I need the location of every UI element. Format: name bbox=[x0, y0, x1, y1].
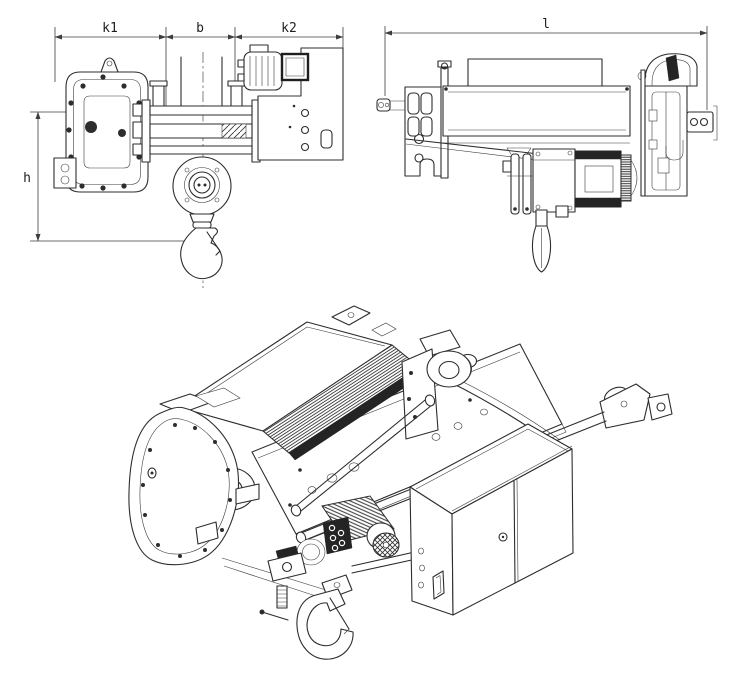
hoist-housing-front bbox=[53, 57, 149, 193]
trolley-crossbars-front bbox=[132, 56, 270, 163]
iso-corner-bracket bbox=[599, 383, 673, 429]
iso-hook-assembly bbox=[259, 545, 354, 660]
hook-iso bbox=[296, 588, 354, 660]
front-view: k1 b k2 h bbox=[23, 21, 344, 288]
hook-front bbox=[180, 227, 223, 280]
dim-label-k2: k2 bbox=[281, 21, 297, 36]
front-dimension-lines: k1 b k2 h bbox=[23, 21, 344, 288]
drum-housing-side bbox=[442, 58, 631, 144]
housing-bolts bbox=[66, 74, 145, 191]
dim-label-k1: k1 bbox=[102, 21, 118, 36]
dim-label-b: b bbox=[196, 21, 204, 36]
iso-hoist-motor bbox=[296, 495, 400, 566]
iso-wheel-block-right bbox=[401, 329, 478, 440]
hoist-mechanism-side bbox=[405, 138, 638, 273]
hoist-motor-column-side bbox=[637, 53, 718, 197]
side-dimension-lines: l bbox=[384, 17, 708, 110]
side-view: l bbox=[376, 17, 718, 273]
side-endplate-left bbox=[376, 60, 452, 179]
dim-label-h: h bbox=[23, 171, 31, 186]
hook-block-front bbox=[172, 156, 232, 280]
iso-end-shield bbox=[128, 387, 260, 566]
shield-bolts bbox=[141, 423, 232, 558]
iso-electrical-cabinet bbox=[409, 423, 574, 616]
isometric-view bbox=[128, 305, 673, 660]
terminal-box-screws bbox=[328, 524, 346, 552]
dim-label-l: l bbox=[542, 17, 550, 32]
travel-drive-front bbox=[237, 44, 344, 161]
